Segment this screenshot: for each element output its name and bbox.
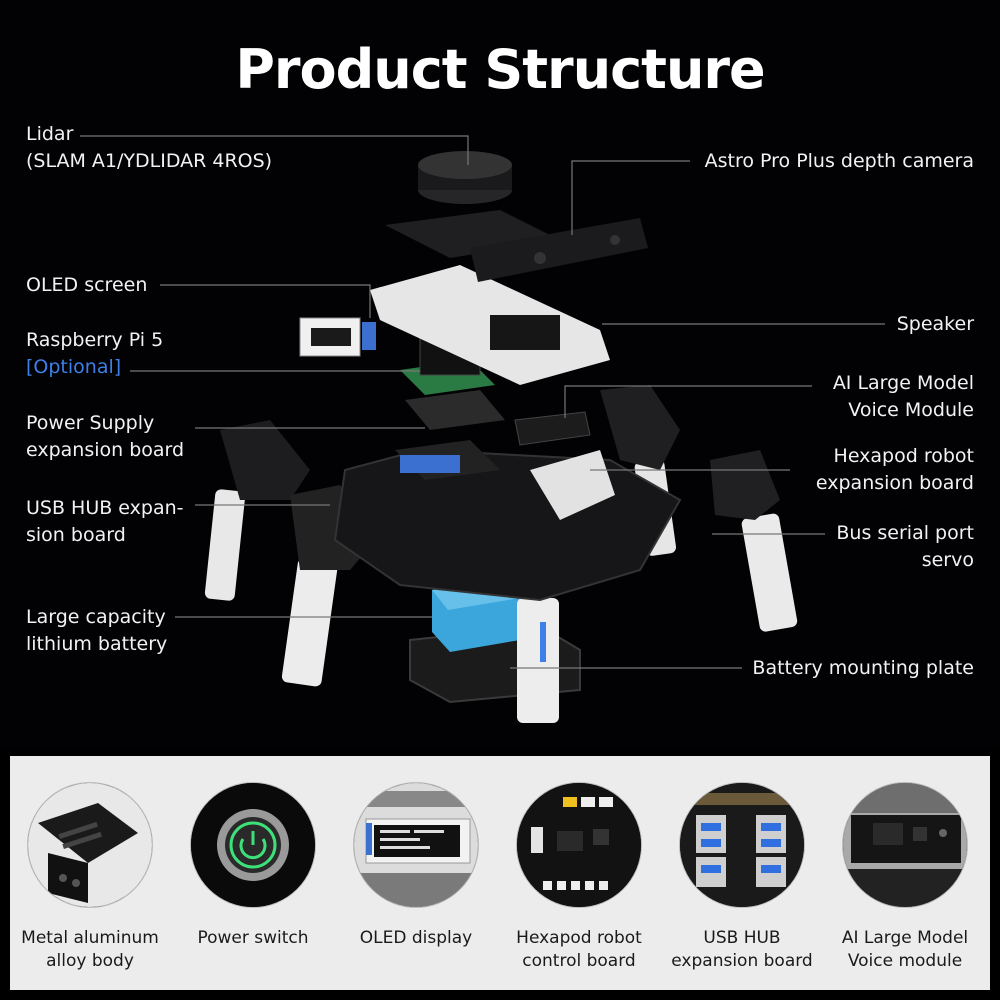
feature-caption: AI Large Model Voice module bbox=[815, 927, 995, 973]
voice-module-label-line2: Voice Module bbox=[848, 399, 974, 421]
lidar-label-line1: Lidar bbox=[26, 123, 74, 145]
power-supply-label-line2: expansion board bbox=[26, 439, 185, 461]
feature-caption: Metal aluminum alloy body bbox=[0, 927, 180, 973]
hexapod-board-label-line2: expansion board bbox=[815, 472, 974, 494]
voice-module-label: AI Large Model Voice Module bbox=[833, 370, 974, 424]
control-board-icon bbox=[517, 783, 641, 907]
battery-label: Large capacity lithium battery bbox=[26, 604, 167, 658]
leg-shapes bbox=[204, 385, 798, 723]
page-title: Product Structure bbox=[235, 38, 765, 101]
speaker-label: Speaker bbox=[896, 313, 974, 335]
lidar-label: Lidar (SLAM A1/YDLIDAR 4ROS) bbox=[26, 121, 272, 175]
oled-display-thumbnail bbox=[353, 782, 479, 908]
leader-lines bbox=[80, 135, 885, 669]
battery-label-line1: Large capacity bbox=[26, 606, 166, 628]
speaker-shape bbox=[490, 315, 560, 350]
hexapod-board-label: Hexapod robot expansion board bbox=[816, 443, 974, 497]
battery-label-line2: lithium battery bbox=[26, 633, 168, 655]
feature-oled-display: OLED display bbox=[336, 756, 496, 990]
voice-module-label-line1: AI Large Model bbox=[832, 372, 974, 394]
depth-camera-label: Astro Pro Plus depth camera bbox=[704, 150, 974, 172]
usb-hub-icon bbox=[680, 783, 804, 907]
feature-caption-line1: OLED display bbox=[359, 928, 473, 948]
servo-label: Bus serial port servo bbox=[836, 520, 974, 574]
metal-body-icon bbox=[28, 783, 152, 907]
lidar-label-line2: (SLAM A1/YDLIDAR 4ROS) bbox=[26, 150, 273, 172]
feature-caption-line1: Power switch bbox=[197, 928, 309, 948]
raspberry-pi-label: Raspberry Pi 5 [Optional] bbox=[26, 327, 163, 381]
feature-caption-line2: Voice module bbox=[847, 951, 963, 971]
feature-caption-line2: expansion board bbox=[671, 951, 813, 971]
feature-caption-line1: Hexapod robot bbox=[516, 928, 642, 948]
feature-caption: Hexapod robot control board bbox=[489, 927, 669, 973]
usb-hub-thumbnail bbox=[679, 782, 805, 908]
depth-camera-shape bbox=[470, 218, 648, 282]
optional-tag: [Optional] bbox=[26, 356, 122, 378]
feature-caption: Power switch bbox=[163, 927, 343, 950]
feature-control-board: Hexapod robot control board bbox=[499, 756, 659, 990]
feature-power-switch: Power switch bbox=[173, 756, 333, 990]
servo-label-line1: Bus serial port bbox=[836, 522, 974, 544]
power-switch-icon bbox=[191, 783, 315, 907]
feature-caption-line1: Metal aluminum bbox=[21, 928, 159, 948]
oled-screen-label: OLED screen bbox=[26, 274, 148, 296]
feature-caption: USB HUB expansion board bbox=[652, 927, 832, 973]
oled-display-icon bbox=[354, 783, 478, 907]
voice-module-thumbnail bbox=[842, 782, 968, 908]
feature-caption-line2: alloy body bbox=[46, 951, 134, 971]
usb-hub-label-line2: sion board bbox=[26, 524, 126, 546]
feature-caption-line2: control board bbox=[522, 951, 636, 971]
raspberry-pi-label-line1: Raspberry Pi 5 bbox=[26, 329, 164, 351]
feature-caption: OLED display bbox=[326, 927, 506, 950]
feature-panel: Metal aluminum alloy body Power switch bbox=[10, 756, 990, 990]
usb-hub-label: USB HUB expan- sion board bbox=[26, 495, 184, 549]
hexapod-board-label-line1: Hexapod robot bbox=[833, 445, 974, 467]
usb-hub-label-line1: USB HUB expan- bbox=[26, 497, 184, 519]
control-board-thumbnail bbox=[516, 782, 642, 908]
hexapod-robot-illustration bbox=[204, 151, 798, 723]
power-supply-label: Power Supply expansion board bbox=[26, 410, 184, 464]
servo-label-line2: servo bbox=[921, 549, 974, 571]
feature-caption-line1: AI Large Model bbox=[841, 928, 969, 948]
battery-plate-label: Battery mounting plate bbox=[752, 657, 974, 679]
power-switch-thumbnail bbox=[190, 782, 316, 908]
feature-voice-module: AI Large Model Voice module bbox=[825, 756, 985, 990]
metal-body-thumbnail bbox=[27, 782, 153, 908]
power-supply-label-line1: Power Supply bbox=[26, 412, 155, 434]
feature-usb-hub: USB HUB expansion board bbox=[662, 756, 822, 990]
feature-caption-line1: USB HUB bbox=[703, 928, 781, 948]
feature-metal-body: Metal aluminum alloy body bbox=[10, 756, 170, 990]
voice-module-icon bbox=[843, 783, 967, 907]
